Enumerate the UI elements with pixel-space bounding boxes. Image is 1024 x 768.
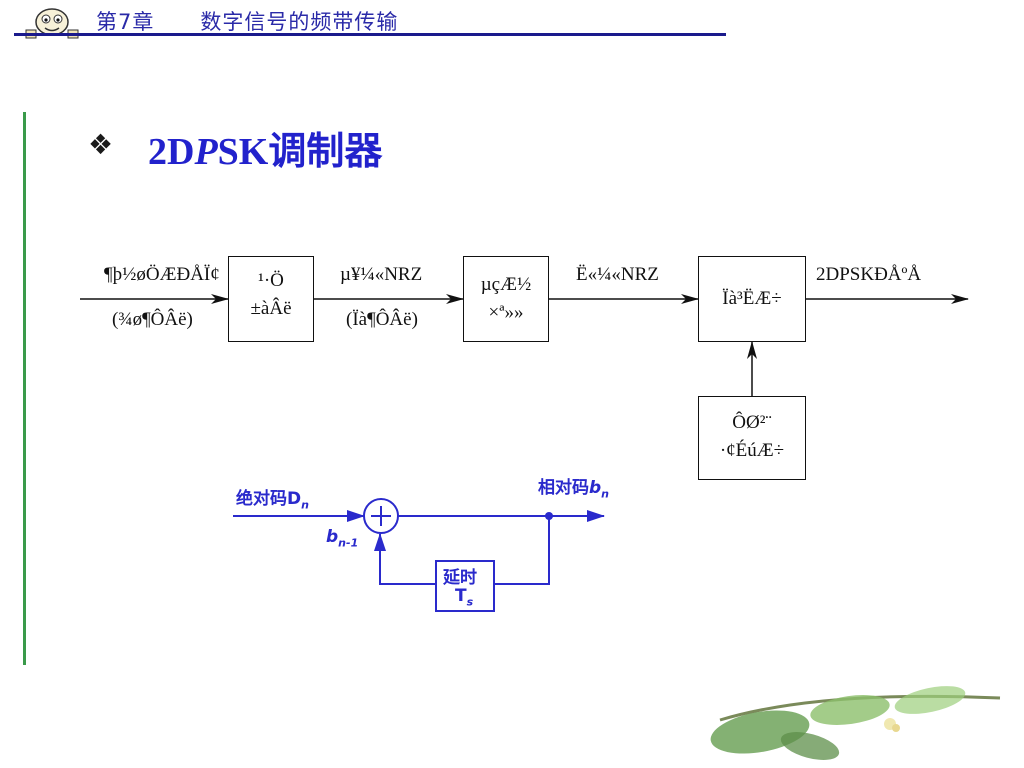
enc-output-text: 相对码 [538,478,589,498]
input-label-line1: ¶þ½øÖÆÐÅÏ¢ [104,264,220,285]
enc-feedback-sub: n-1 [338,536,359,550]
enc-delay-line2: Ts [455,586,473,608]
output-label: 2DPSKÐÅºÅ [816,264,922,285]
left-accent-bar [23,112,26,665]
enc-output-sub: n [601,487,610,501]
mid2-label: Ë«¼«NRZ [576,264,659,285]
enc-feedback-wire-left [374,533,436,585]
enc-input-label: 绝对码Dn [236,484,309,511]
box3-text: Ïà³ËÆ÷ [722,288,782,309]
enc-feedback-label: bn-1 [326,527,358,549]
enc-feedback-var: b [326,527,339,547]
box-carrier-generator: ÔØ²¨ ·¢ÉúÆ÷ [698,396,806,480]
box-differential-encoder: ¹·Ö ±àÂë [228,256,314,342]
enc-feedback-wire-right [494,516,550,585]
enc-delay-box [435,560,495,612]
box1-line1: ¹·Ö [258,270,284,291]
box-level-converter: µçÆ½ ×ª»» [463,256,549,342]
enc-input-text: 绝对码D [236,489,302,509]
box2-line1: µçÆ½ [480,274,532,295]
enc-output-label: 相对码bn [538,473,609,500]
input-label-line2: (¾ø¶ÔÂë) [112,309,193,330]
box4-line2: ·¢ÉúÆ÷ [719,440,785,461]
enc-delay-sub: s [466,595,474,609]
box-multiplier: Ïà³ËÆ÷ [698,256,806,342]
slide-title-num: 2D [148,131,195,173]
enc-output-var: b [589,478,602,498]
box2-line2: ×ª»» [488,302,524,323]
slide-title-rest: SK调制器 [217,131,383,173]
mid-label-line2: (Ïà¶ÔÂë) [346,309,418,330]
chapter-title: 第7章 数字信号的频带传输 [96,10,399,34]
box4-line1: ÔØ²¨ [732,412,772,433]
enc-delay-t: T [455,586,467,606]
mid-label-line1: µ¥¼«NRZ [340,264,423,285]
four-diamond-bullet-icon: ❖ [88,128,114,161]
enc-delay-line1: 延时 [443,568,477,588]
slide-title-italic: P [194,131,218,173]
box1-line2: ±àÂë [250,298,292,319]
enc-input-sub: n [301,498,309,512]
header-divider [14,33,726,36]
leaf-decoration-icon [710,686,1001,760]
slide-title: 2DPSK调制器 [148,120,382,175]
